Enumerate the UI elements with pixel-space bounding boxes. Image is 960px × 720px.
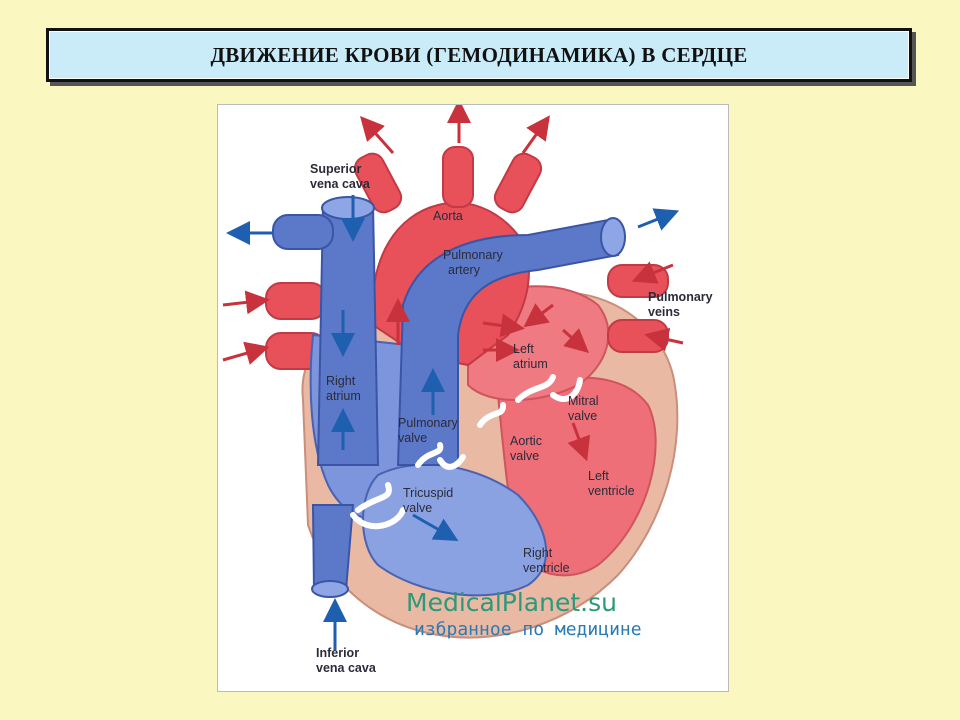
arrow-rv [412,513,459,541]
arrow-la-4 [562,328,589,353]
slide-title: ДВИЖЕНИЕ КРОВИ (ГЕМОДИНАМИКА) В СЕРДЦЕ [210,42,748,67]
arrow-aorta-3 [521,115,550,154]
label-left-ventricle: Left ventricle [588,469,635,498]
label-left-atrium: Left atrium [513,342,548,371]
aortic-branch-3 [493,152,543,214]
label-mitral-valve: Mitral valve [568,394,602,423]
arrow-pv-in-1 [631,261,674,284]
label-superior-vena-cava: Superior vena cava [310,162,371,191]
inferior-vena-cava-opening [311,580,349,598]
arrow-aorta-1 [360,116,395,154]
label-tricuspid-valve: Tricuspid valve [403,486,457,515]
label-aorta: Aorta [433,209,463,223]
pulmonary-vein-2 [607,319,669,353]
label-aortic-valve: Aortic valve [510,434,545,463]
heart-svg: Superior vena cava Aorta Pulmonary arter… [222,105,716,675]
tricuspid-valve-shape [350,482,406,530]
watermark-tagline: избранное по медицине [414,619,642,640]
arrow-la-1 [482,313,525,338]
arrow-lv [567,422,591,462]
label-pulmonary-artery: Pulmonary artery [443,248,506,277]
mitral-valve-shape [515,374,583,403]
arrow-pv-in-2 [644,327,684,352]
aortic-branch-2 [442,146,474,208]
aortic-valve-shape [477,402,506,428]
label-pulmonary-valve: Pulmonary valve [398,416,461,445]
arrow-pv-in-3 [222,290,270,315]
arrow-la-2 [523,303,554,328]
pulmonary-valve-shape [415,442,466,470]
label-right-ventricle: Right ventricle [523,546,570,575]
arrow-pv-in-4 [222,341,270,365]
aortic-branch-1 [353,152,403,214]
label-inferior-vena-cava: Inferior vena cava [316,646,377,675]
heart-diagram: Superior vena cava Aorta Pulmonary arter… [217,104,729,692]
pulmonary-artery-opening [600,217,626,257]
arrow-pa-out [637,208,680,231]
svc-branch [272,214,334,250]
label-right-atrium: Right atrium [326,374,361,403]
label-pulmonary-veins: Pulmonary veins [648,290,716,319]
pulmonary-vein-3 [265,282,327,320]
superior-vena-cava-opening [321,196,375,220]
title-box: ДВИЖЕНИЕ КРОВИ (ГЕМОДИНАМИКА) В СЕРДЦЕ [46,28,912,82]
watermark-site: MedicalPlanet.su [406,588,617,617]
inferior-vena-cava-shape [311,504,355,591]
